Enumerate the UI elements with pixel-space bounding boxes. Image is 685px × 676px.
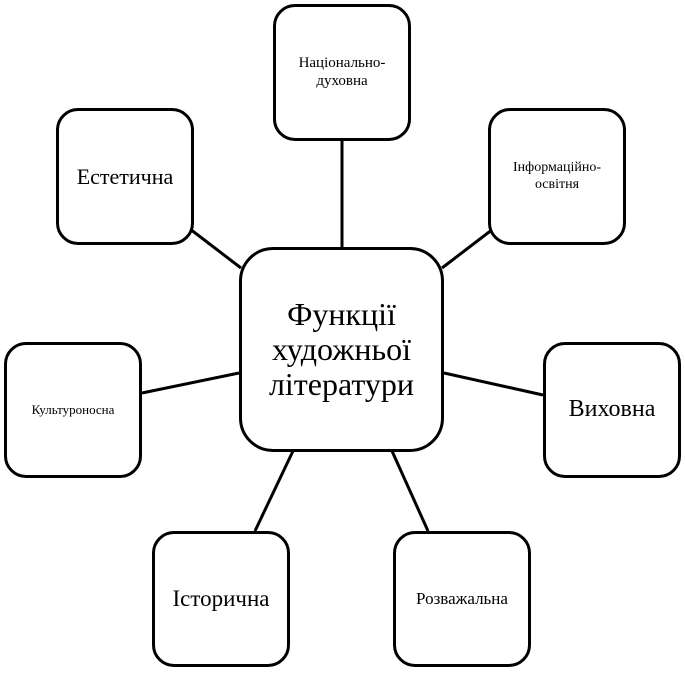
connector-aesthetic xyxy=(189,227,242,270)
node-entertaining: Розважальна xyxy=(393,531,531,667)
node-informational-educational-line-2: освітня xyxy=(534,176,580,192)
node-culture-bearing-label: Культуроносна xyxy=(31,401,115,417)
node-entertaining-label: Розважальна xyxy=(416,589,508,609)
center-title-line-1: Функції xyxy=(287,295,396,332)
node-historical-label: Історична xyxy=(172,585,270,611)
node-national-spiritual-line-2: духовна xyxy=(316,72,368,89)
node-historical: Історична xyxy=(152,531,290,667)
node-national-spiritual: Національно- духовна xyxy=(273,4,411,141)
node-informational-educational: Інформаційно- освітня xyxy=(488,108,626,245)
connector-culture-bearing xyxy=(141,371,240,395)
node-aesthetic: Естетична xyxy=(56,108,194,245)
node-educative: Виховна xyxy=(543,342,681,478)
node-national-spiritual-line-1: Національно- xyxy=(298,55,386,72)
connector-informational-educational xyxy=(441,227,494,270)
connector-entertaining xyxy=(390,450,430,532)
center-title-line-2: художньої xyxy=(272,330,411,367)
node-aesthetic-label: Естетична xyxy=(76,163,174,189)
node-culture-bearing: Культуроносна xyxy=(4,342,142,478)
node-educative-label: Виховна xyxy=(568,396,656,423)
connector-historical xyxy=(253,450,295,532)
node-informational-educational-line-1: Інформаційно- xyxy=(512,160,602,176)
center-title-line-3: літератури xyxy=(268,366,415,403)
connector-educative xyxy=(443,371,544,397)
center-node-literature-functions: Функції художньої літератури xyxy=(239,247,444,452)
